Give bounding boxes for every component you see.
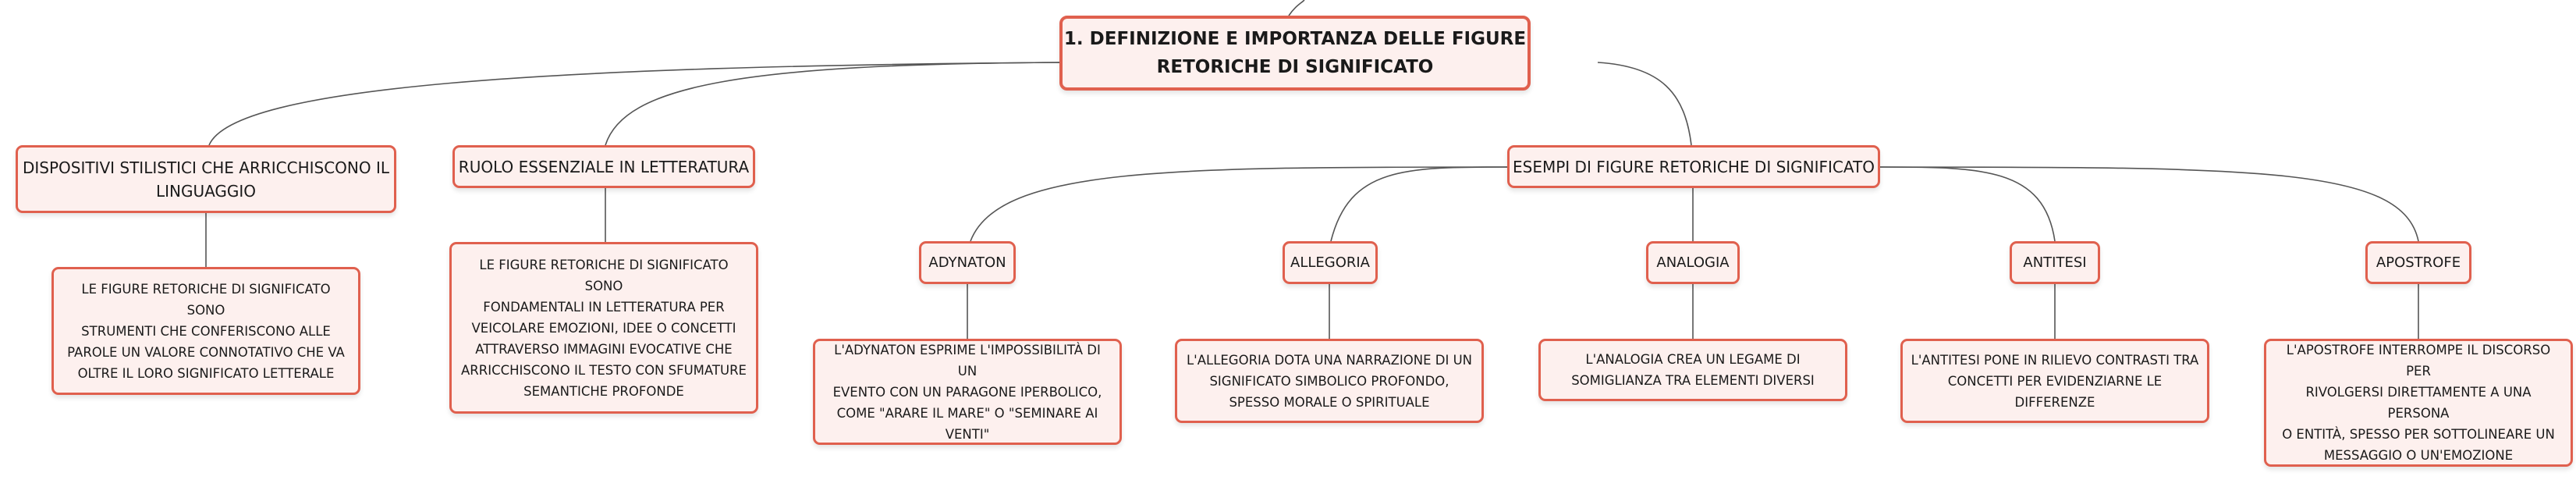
- topic-label-line-1: DISPOSITIVI STILISTICI CHE ARRICCHISCONO…: [22, 158, 390, 177]
- topic-esempi-figure[interactable]: ESEMPI DI FIGURE RETORICHE DI SIGNIFICAT…: [1507, 145, 1880, 188]
- connector-root-esempi: [1597, 62, 1692, 146]
- topic-label: ALLEGORIA: [1290, 254, 1370, 271]
- detail-apostrofe[interactable]: L'APOSTROFE INTERROMPE IL DISCORSO PER R…: [2264, 339, 2573, 467]
- detail-dispositivi[interactable]: LE FIGURE RETORICHE DI SIGNIFICATO SONO …: [51, 267, 360, 395]
- topic-allegoria[interactable]: ALLEGORIA: [1283, 241, 1378, 284]
- detail-line: EVENTO CON UN PARAGONE IPERBOLICO,: [832, 384, 1102, 400]
- detail-line: MESSAGGIO O UN'EMOZIONE: [2323, 448, 2514, 463]
- topic-label: APOSTROFE: [2376, 254, 2461, 271]
- detail-line: RIVOLGERSI DIRETTAMENTE A UNA PERSONA: [2305, 385, 2532, 421]
- detail-line: LE FIGURE RETORICHE DI SIGNIFICATO SONO: [81, 281, 331, 318]
- detail-line: O ENTITÀ, SPESSO PER SOTTOLINEARE UN: [2282, 427, 2555, 442]
- detail-line: SPESSO MORALE O SPIRITUALE: [1229, 394, 1430, 410]
- detail-line: LE FIGURE RETORICHE DI SIGNIFICATO SONO: [479, 257, 729, 293]
- topic-label-line-2: LINGUAGGIO: [155, 181, 257, 201]
- connector-esempi-adynaton: [970, 166, 1510, 242]
- detail-line: STRUMENTI CHE CONFERISCONO ALLE: [81, 323, 331, 339]
- connector-esempi-antitesi: [1878, 166, 2056, 242]
- detail-line: SOMIGLIANZA TRA ELEMENTI DIVERSI: [1571, 373, 1815, 388]
- topic-antitesi[interactable]: ANTITESI: [2010, 241, 2100, 284]
- topic-analogia[interactable]: ANALOGIA: [1646, 241, 1740, 284]
- topic-label: ANALOGIA: [1656, 254, 1730, 271]
- detail-antitesi[interactable]: L'ANTITESI PONE IN RILIEVO CONTRASTI TRA…: [1900, 339, 2209, 423]
- topic-label: RUOLO ESSENZIALE IN LETTERATURA: [458, 157, 750, 176]
- detail-line: SEMANTICHE PROFONDE: [523, 383, 684, 399]
- root-title-line-2: RETORICHE DI SIGNIFICATO: [1156, 57, 1434, 77]
- detail-line: L'ALLEGORIA DOTA UNA NARRAZIONE DI UN: [1186, 352, 1473, 368]
- detail-line: L'ADYNATON ESPRIME L'IMPOSSIBILITÀ DI UN: [834, 342, 1101, 379]
- detail-adynaton[interactable]: L'ADYNATON ESPRIME L'IMPOSSIBILITÀ DI UN…: [813, 339, 1122, 445]
- detail-line: COME "ARARE IL MARE" O "SEMINARE AI: [836, 405, 1098, 421]
- detail-line: L'APOSTROFE INTERROMPE IL DISCORSO PER: [2286, 343, 2551, 379]
- detail-line: OLTRE IL LORO SIGNIFICATO LETTERALE: [77, 365, 335, 381]
- root-topic-node[interactable]: 1. DEFINIZIONE E IMPORTANZA DELLE FIGURE…: [1059, 16, 1531, 91]
- detail-line: L'ANTITESI PONE IN RILIEVO CONTRASTI TRA: [1911, 352, 2199, 368]
- connector-esempi-allegoria: [1330, 166, 1510, 242]
- topic-label: ADYNATON: [928, 254, 1006, 271]
- topic-adynaton[interactable]: ADYNATON: [919, 241, 1016, 284]
- detail-line: PAROLE UN VALORE CONNOTATIVO CHE VA: [67, 344, 345, 360]
- topic-apostrofe[interactable]: APOSTROFE: [2365, 241, 2471, 284]
- detail-line: ATTRAVERSO IMMAGINI EVOCATIVE CHE: [475, 341, 733, 357]
- connector-root-ruolo: [605, 62, 1062, 146]
- detail-allegoria[interactable]: L'ALLEGORIA DOTA UNA NARRAZIONE DI UN SI…: [1175, 339, 1484, 423]
- topic-label: ANTITESI: [2023, 254, 2087, 271]
- detail-line: SIGNIFICATO SIMBOLICO PROFONDO,: [1209, 373, 1449, 389]
- connector-parent-root: [1288, 0, 1305, 16]
- detail-line: ARRICCHISCONO IL TESTO CON SFUMATURE: [461, 362, 747, 378]
- detail-line: L'ANALOGIA CREA UN LEGAME DI: [1585, 352, 1801, 367]
- topic-ruolo-essenziale[interactable]: RUOLO ESSENZIALE IN LETTERATURA: [452, 145, 755, 188]
- connector-root-dispositivi: [208, 62, 1062, 146]
- detail-line: FONDAMENTALI IN LETTERATURA PER: [483, 299, 725, 315]
- detail-line: VENTI": [945, 426, 990, 442]
- detail-analogia[interactable]: L'ANALOGIA CREA UN LEGAME DI SOMIGLIANZA…: [1538, 339, 1847, 401]
- detail-line: VEICOLARE EMOZIONI, IDEE O CONCETTI: [471, 320, 736, 336]
- root-title-line-1: 1. DEFINIZIONE E IMPORTANZA DELLE FIGURE: [1063, 29, 1527, 49]
- detail-line: CONCETTI PER EVIDENZIARNE LE DIFFERENZE: [1947, 373, 2163, 410]
- topic-dispositivi-stilistici[interactable]: DISPOSITIVI STILISTICI CHE ARRICCHISCONO…: [16, 145, 396, 213]
- detail-ruolo[interactable]: LE FIGURE RETORICHE DI SIGNIFICATO SONO …: [449, 242, 758, 414]
- connector-esempi-apostrofe: [1878, 166, 2419, 242]
- topic-label: ESEMPI DI FIGURE RETORICHE DI SIGNIFICAT…: [1513, 157, 1875, 176]
